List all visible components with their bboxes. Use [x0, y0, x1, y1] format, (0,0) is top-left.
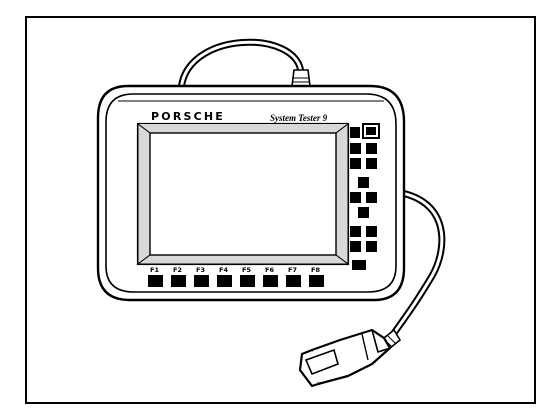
fkey-label-3: F3 — [196, 266, 205, 274]
diagnostic-cable-icon — [388, 188, 446, 340]
keypad-key[interactable] — [350, 127, 360, 138]
brand-label: PORSCHE — [151, 110, 225, 123]
fkey-label-7: F7 — [288, 266, 297, 274]
fkey-label-6: F6 — [265, 266, 274, 274]
function-key-5[interactable] — [240, 275, 255, 287]
fkey-label-1: F1 — [150, 266, 159, 274]
function-key-8[interactable] — [309, 275, 324, 287]
keypad-key[interactable] — [350, 158, 361, 169]
keypad-key[interactable] — [366, 226, 377, 237]
keypad-key[interactable] — [366, 143, 377, 154]
function-key-1[interactable] — [148, 275, 163, 287]
obd-plug-icon — [298, 328, 402, 388]
fkey-label-2: F2 — [173, 266, 182, 274]
display-screen — [136, 122, 350, 266]
keypad-key[interactable] — [350, 192, 361, 203]
function-key-4[interactable] — [217, 275, 232, 287]
keypad-key[interactable] — [350, 226, 361, 237]
side-keypad — [350, 123, 380, 270]
fkey-label-8: F8 — [311, 266, 320, 274]
keypad-key[interactable] — [350, 143, 361, 154]
keypad-key[interactable] — [358, 207, 369, 218]
keypad-key[interactable] — [366, 241, 377, 252]
function-key-labels: F1 F2 F3 F4 F5 F6 F7 F8 — [150, 266, 320, 274]
figure-border — [25, 16, 536, 404]
function-key-7[interactable] — [286, 275, 301, 287]
keypad-key[interactable] — [352, 260, 366, 270]
fkey-label-5: F5 — [242, 266, 251, 274]
keypad-key[interactable] — [366, 192, 377, 203]
function-keys — [148, 275, 324, 287]
keypad-key[interactable] — [350, 241, 361, 252]
fkey-label-4: F4 — [219, 266, 228, 274]
model-label: System Tester 9 — [270, 113, 328, 123]
keypad-key[interactable] — [358, 177, 369, 188]
function-key-2[interactable] — [171, 275, 186, 287]
function-key-6[interactable] — [263, 275, 278, 287]
keypad-key[interactable] — [366, 158, 377, 169]
function-key-3[interactable] — [194, 275, 209, 287]
